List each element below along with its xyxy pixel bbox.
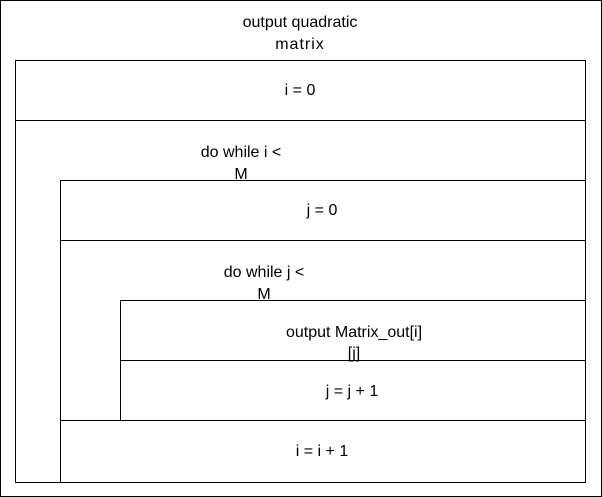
inner-init-text: j = 0: [306, 202, 338, 219]
outer-loop-condition-line-2: M: [234, 166, 248, 183]
diagram-title-line-1: output quadratic: [242, 14, 358, 31]
output-statement-line-2: [j]: [347, 345, 361, 362]
output-statement-block: [120, 300, 586, 361]
outer-increment-text: i = i + 1: [295, 443, 349, 460]
output-statement-line-1: output Matrix_out[i]: [285, 324, 423, 341]
inner-increment-text: j = j + 1: [325, 383, 379, 400]
inner-loop-condition-line-2: M: [257, 286, 271, 303]
diagram-title-line-2: matrix: [275, 36, 325, 53]
inner-init-block: [60, 180, 586, 241]
inner-loop-condition-line-1: do while j <: [223, 264, 305, 281]
outer-init-text: i = 0: [284, 82, 316, 99]
outer-loop-condition-line-1: do while i <: [200, 144, 282, 161]
outer-increment-block: [60, 420, 586, 483]
outer-init-block: [15, 60, 586, 121]
